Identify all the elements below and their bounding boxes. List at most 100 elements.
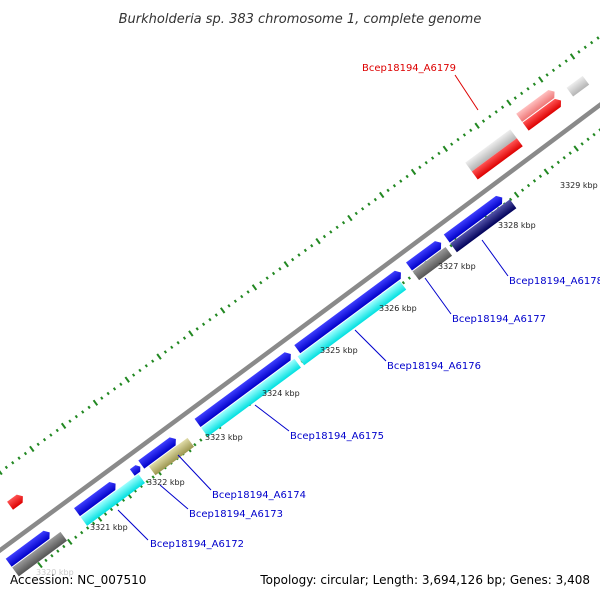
- minor-tick: [42, 437, 47, 442]
- minor-tick: [526, 183, 531, 188]
- minor-tick: [590, 40, 594, 45]
- minor-tick: [538, 174, 543, 178]
- minor-tick: [360, 207, 365, 211]
- minor-tick: [56, 549, 60, 553]
- minor-tick: [80, 530, 84, 535]
- minor-tick: [500, 105, 505, 109]
- major-tick: [156, 353, 162, 360]
- minor-tick: [550, 165, 554, 169]
- gene-label: Bcep18194_A6179: [362, 63, 456, 74]
- minor-tick: [556, 160, 560, 165]
- minor-tick: [87, 405, 91, 410]
- minor-tick: [418, 165, 422, 169]
- minor-tick: [36, 442, 40, 447]
- feature-rna[interactable]: [80, 474, 145, 526]
- tick-label: 3322 kbp: [147, 478, 185, 487]
- major-tick: [410, 168, 417, 176]
- feature-highlight-red-2[interactable]: [522, 96, 564, 131]
- gene-callouts: Bcep18194_A6172Bcep18194_A6173Bcep18194_…: [117, 63, 600, 550]
- feature-red-marker[interactable]: [7, 492, 26, 510]
- major-tick: [29, 445, 35, 453]
- tick-label: 3327 kbp: [438, 262, 476, 271]
- minor-tick: [367, 202, 371, 206]
- minor-tick: [49, 433, 53, 437]
- feature-rna[interactable]: [201, 358, 301, 437]
- major-tick: [315, 237, 321, 245]
- minor-tick: [568, 151, 572, 155]
- major-tick: [251, 284, 258, 291]
- feature-cds[interactable]: [194, 350, 294, 427]
- minor-tick: [488, 114, 492, 119]
- feature-cds[interactable]: [129, 463, 143, 476]
- feature-cds[interactable]: [443, 193, 505, 243]
- minor-tick: [201, 322, 206, 326]
- minor-tick: [278, 267, 282, 271]
- feature-cds[interactable]: [294, 268, 404, 354]
- minor-tick: [526, 87, 530, 91]
- minor-tick: [401, 280, 406, 285]
- tick-label: 3320 kbp: [36, 568, 74, 577]
- minor-tick: [335, 225, 339, 230]
- major-tick: [188, 330, 194, 337]
- feature-olive[interactable]: [148, 437, 195, 476]
- feature-navy[interactable]: [450, 199, 517, 253]
- gene-label: Bcep18194_A6172: [150, 539, 244, 550]
- major-tick: [442, 145, 449, 152]
- minor-tick: [586, 137, 590, 141]
- feature-cds[interactable]: [5, 528, 53, 567]
- major-tick: [543, 168, 550, 175]
- minor-tick: [246, 290, 250, 294]
- minor-tick: [494, 110, 498, 114]
- minor-tick: [558, 63, 562, 68]
- feature-cds[interactable]: [138, 435, 179, 469]
- minor-tick: [580, 142, 584, 146]
- map-title: Burkholderia sp. 383 chromosome 1, compl…: [119, 12, 482, 27]
- minor-tick: [74, 535, 78, 539]
- major-tick: [0, 470, 3, 476]
- major-tick: [37, 561, 43, 569]
- feature-cds[interactable]: [74, 480, 119, 517]
- minor-tick: [138, 368, 142, 373]
- feature-cds[interactable]: [406, 239, 444, 271]
- feature-rna[interactable]: [297, 280, 407, 366]
- minor-tick: [195, 327, 199, 331]
- minor-tick: [193, 442, 197, 447]
- feature-gray-edge[interactable]: [566, 75, 590, 97]
- feature-pseudo-gray[interactable]: [12, 531, 68, 577]
- minor-tick: [430, 156, 435, 160]
- minor-tick: [329, 230, 333, 234]
- minor-tick: [144, 364, 148, 368]
- minor-tick: [405, 174, 409, 179]
- minor-tick: [163, 350, 168, 354]
- tick-label: 3321 kbp: [90, 523, 128, 532]
- gene-label: Bcep18194_A6176: [387, 361, 481, 372]
- minor-tick: [564, 59, 568, 63]
- outer-tick-track: [0, 36, 600, 476]
- minor-tick: [176, 341, 180, 345]
- tick-label: 3323 kbp: [205, 433, 243, 442]
- minor-tick: [310, 244, 314, 248]
- callout-line: [424, 277, 452, 315]
- minor-tick: [545, 73, 549, 77]
- minor-tick: [562, 156, 566, 160]
- minor-tick: [265, 276, 269, 280]
- minor-tick: [115, 503, 120, 507]
- feature-highlight-gray[interactable]: [465, 129, 517, 172]
- minor-tick: [151, 359, 155, 363]
- callout-line: [481, 239, 509, 277]
- major-tick: [506, 99, 512, 106]
- minor-tick: [145, 479, 149, 484]
- major-tick: [474, 122, 480, 129]
- gene-label: Bcep18194_A6174: [212, 490, 306, 501]
- tick-label: 3324 kbp: [262, 389, 300, 398]
- minor-tick: [462, 133, 467, 137]
- major-tick: [92, 399, 99, 406]
- minor-tick: [596, 36, 600, 40]
- tick-label: 3328 kbp: [498, 221, 536, 230]
- feature-pseudo-gray[interactable]: [412, 246, 453, 281]
- minor-tick: [450, 142, 454, 146]
- feature-highlight-pink[interactable]: [516, 88, 557, 122]
- feature-highlight-red[interactable]: [471, 138, 523, 180]
- callout-line: [117, 509, 149, 541]
